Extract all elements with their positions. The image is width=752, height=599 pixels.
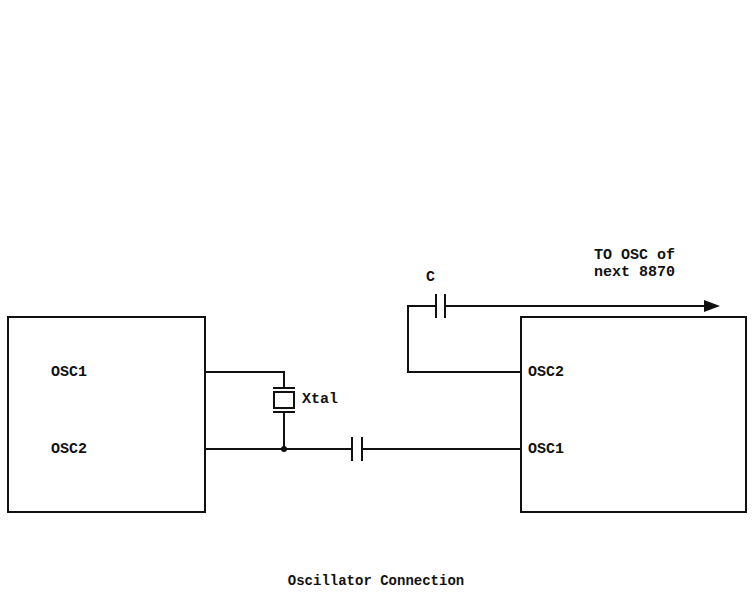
wire — [408, 306, 520, 372]
part-label: C — [426, 270, 435, 287]
chip-box: OSC2OSC1 — [520, 316, 747, 513]
wire — [445, 305, 706, 307]
capacitor-plate — [351, 437, 353, 461]
line-gap — [352, 440, 362, 458]
pin-name: OSC1 — [528, 442, 564, 459]
capacitor-plate — [435, 294, 437, 318]
chip-box: OSC1OSC2 — [7, 316, 206, 513]
caption: Oscillator Connection — [0, 574, 752, 589]
pin-name: OSC2 — [528, 365, 564, 382]
part-label: Xtal — [302, 392, 338, 409]
wire — [283, 412, 285, 449]
junction-dot — [281, 446, 287, 452]
capacitor-plate — [361, 437, 363, 461]
arrow-head — [704, 300, 720, 312]
signal-note: TO OSC of next 8870 — [594, 248, 714, 281]
pin-name: OSC2 — [51, 442, 87, 459]
pin-name: OSC1 — [51, 365, 87, 382]
crystal-body — [274, 392, 294, 408]
wire — [206, 372, 284, 388]
crystal-plate — [273, 387, 295, 389]
